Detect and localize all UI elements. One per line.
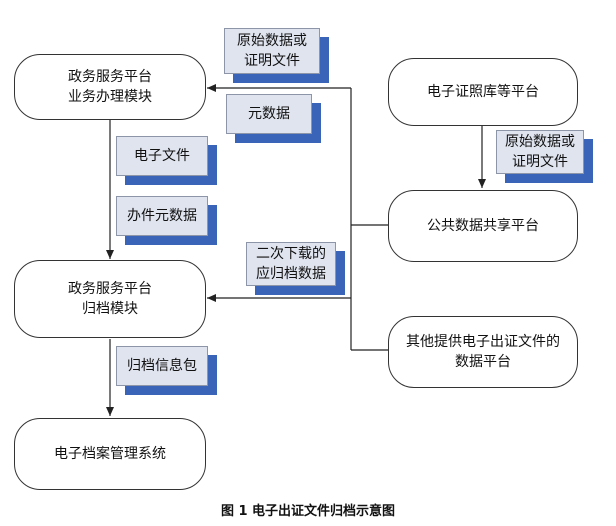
note-secondary-download-line2: 应归档数据: [256, 266, 326, 282]
gov-archive-module-box: 政务服务平台 归档模块: [14, 260, 206, 338]
note-metadata-label: 元数据: [248, 106, 290, 122]
gov-business-line1: 政务服务平台: [68, 69, 152, 85]
note-original-data-top: 原始数据或 证明文件: [224, 28, 329, 83]
note-original-top-line2: 证明文件: [244, 53, 300, 69]
note-original-right-line2: 证明文件: [512, 154, 568, 170]
note-archive-package: 归档信息包: [116, 346, 217, 395]
note-archive-package-label: 归档信息包: [127, 358, 197, 374]
gov-business-module-box: 政务服务平台 业务办理模块: [14, 54, 206, 120]
note-handling-metadata-label: 办件元数据: [127, 208, 197, 224]
archive-system-label: 电子档案管理系统: [54, 446, 166, 462]
note-handling-metadata: 办件元数据: [116, 196, 217, 245]
cert-platform-box: 电子证照库等平台: [388, 58, 578, 126]
archive-system-box: 电子档案管理系统: [14, 418, 206, 490]
note-electronic-file-label: 电子文件: [134, 148, 190, 164]
note-secondary-download: 二次下载的 应归档数据: [246, 242, 345, 295]
gov-archive-line2: 归档模块: [82, 301, 138, 317]
note-original-right-line1: 原始数据或: [505, 134, 575, 150]
note-electronic-file: 电子文件: [116, 136, 217, 185]
note-original-data-right: 原始数据或 证明文件: [496, 130, 593, 183]
cert-platform-label: 电子证照库等平台: [427, 84, 539, 100]
public-share-box: 公共数据共享平台: [388, 190, 578, 262]
gov-archive-line1: 政务服务平台: [68, 281, 152, 297]
note-original-top-line1: 原始数据或: [237, 33, 307, 49]
gov-business-line2: 业务办理模块: [68, 89, 152, 105]
note-metadata: 元数据: [226, 94, 321, 143]
other-platform-box: 其他提供电子出证文件的 数据平台: [388, 316, 578, 388]
public-share-label: 公共数据共享平台: [427, 218, 539, 234]
figure-caption: 图 1 电子出证文件归档示意图: [220, 504, 396, 519]
other-platform-line1: 其他提供电子出证文件的: [406, 334, 560, 350]
other-platform-line2: 数据平台: [455, 354, 511, 370]
note-secondary-download-line1: 二次下载的: [256, 246, 326, 262]
